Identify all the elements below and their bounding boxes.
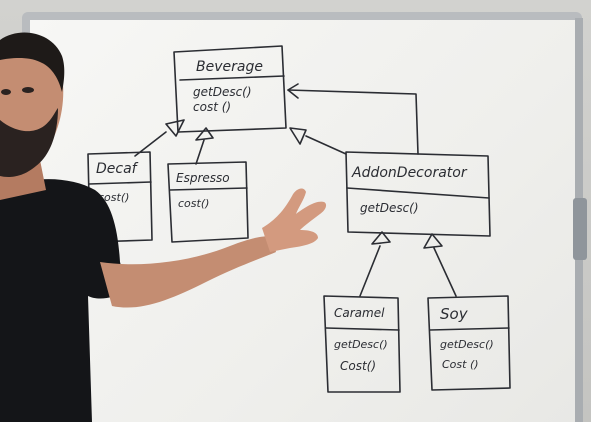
whiteboard-clip bbox=[573, 198, 587, 260]
class-beverage-method: cost () bbox=[193, 100, 231, 114]
class-soy: Soy getDesc() Cost () bbox=[427, 295, 511, 391]
class-beverage-title: Beverage bbox=[196, 59, 263, 75]
class-caramel-method: getDesc() bbox=[334, 338, 388, 351]
presenter-eye bbox=[1, 89, 11, 95]
class-soy-title: Soy bbox=[440, 305, 469, 323]
presenter-beard bbox=[0, 108, 58, 177]
class-caramel-title: Caramel bbox=[334, 306, 385, 320]
presenter bbox=[0, 32, 327, 422]
class-beverage-method: getDesc() bbox=[193, 85, 252, 99]
class-decaf-method: cost() bbox=[98, 191, 129, 204]
class-decaf-title: Decaf bbox=[96, 161, 139, 177]
class-soy-method: getDesc() bbox=[440, 338, 494, 351]
class-addon-decorator-method: getDesc() bbox=[360, 201, 419, 215]
presenter-hair bbox=[0, 32, 65, 92]
class-caramel: Caramel getDesc() Cost() bbox=[323, 295, 401, 393]
class-soy-method: Cost () bbox=[442, 358, 479, 371]
presenter-arm bbox=[100, 236, 276, 308]
presenter-eye bbox=[22, 87, 34, 93]
presenter-shirt bbox=[0, 179, 128, 422]
class-espresso-title: Espresso bbox=[176, 171, 230, 185]
class-espresso: Espresso cost() bbox=[167, 161, 249, 243]
inheritance-arrows bbox=[134, 83, 457, 297]
presenter-hand bbox=[262, 188, 327, 252]
class-beverage: Beverage getDesc() cost () bbox=[173, 45, 287, 133]
class-caramel-method: Cost() bbox=[340, 359, 376, 373]
class-espresso-method: cost() bbox=[178, 197, 209, 210]
class-addon-decorator-title: AddonDecorator bbox=[351, 165, 468, 181]
class-addon-decorator: AddonDecorator getDesc() bbox=[345, 151, 491, 237]
